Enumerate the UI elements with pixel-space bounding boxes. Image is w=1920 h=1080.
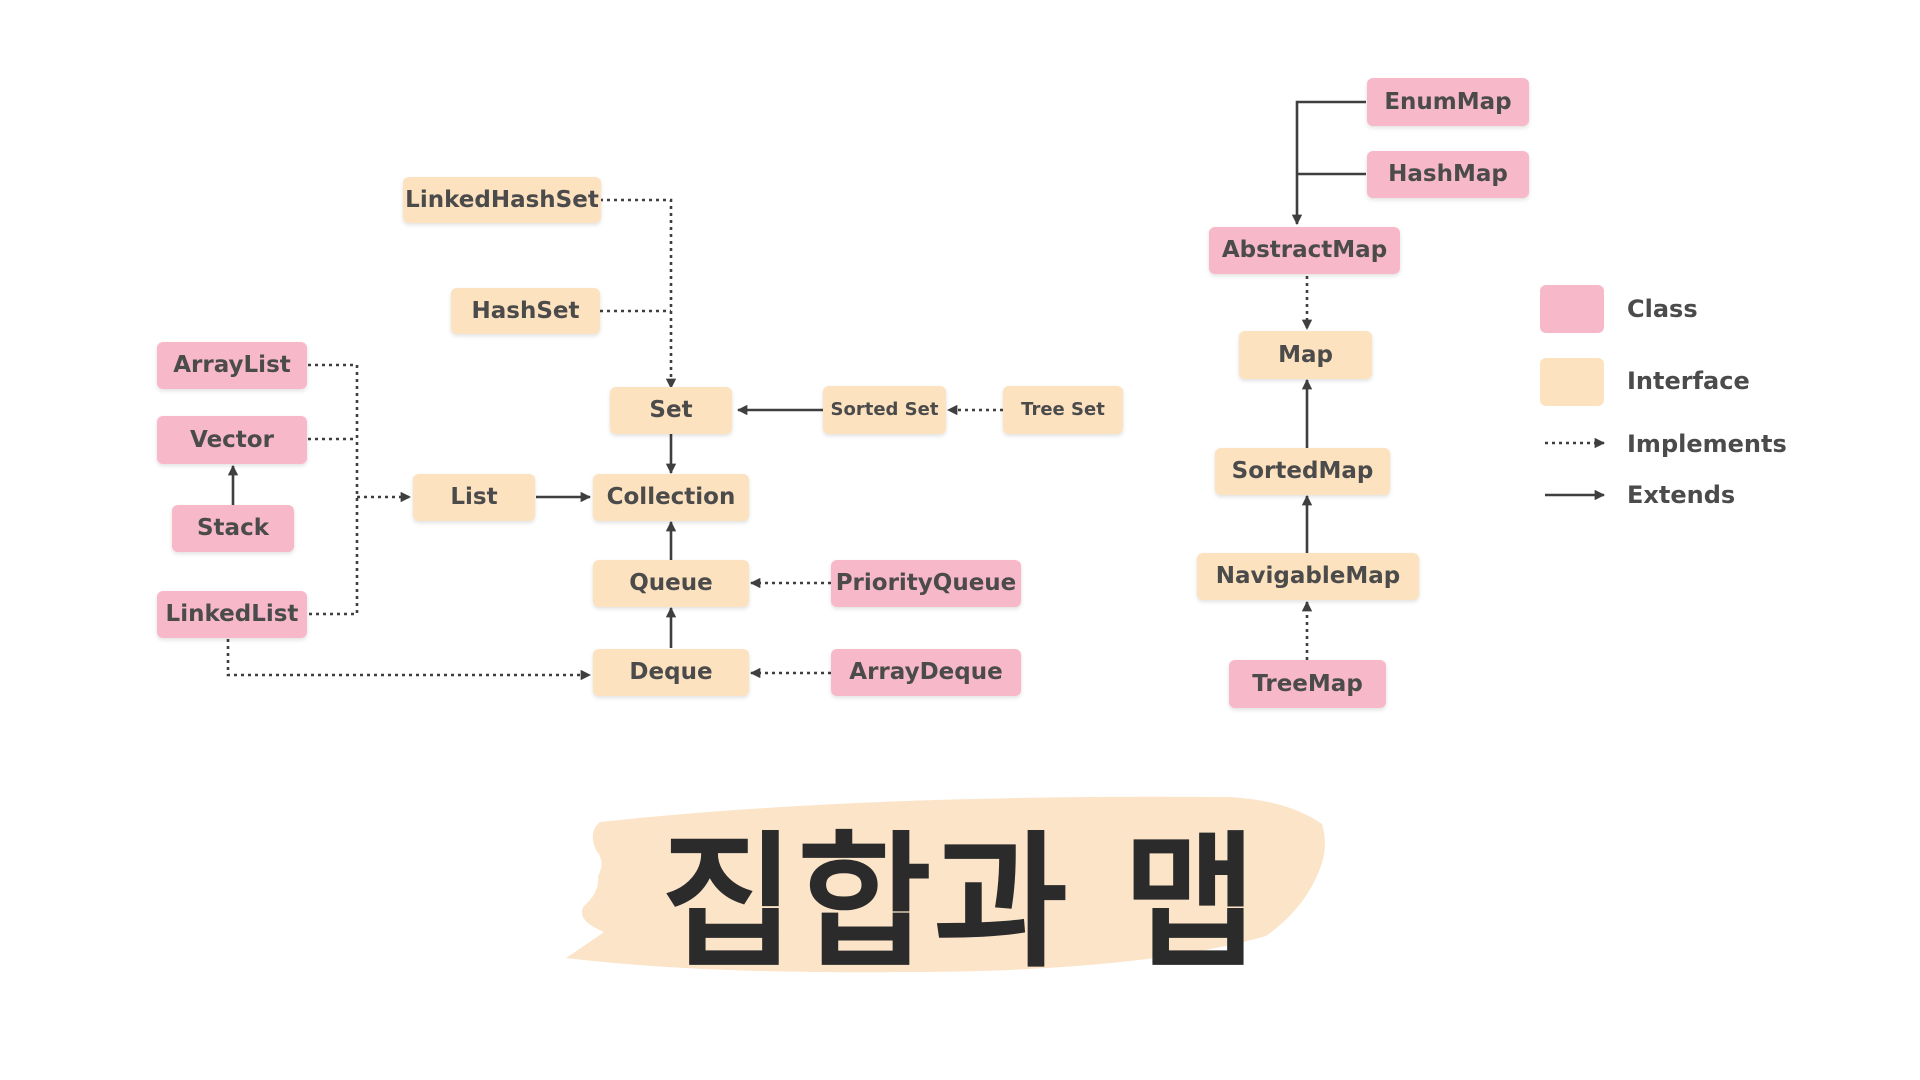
node-treemap: TreeMap xyxy=(1229,660,1386,708)
page-title: 집합과 맵 xyxy=(660,817,1260,988)
edge-linkedlist-deque xyxy=(226,639,592,681)
node-list: List xyxy=(413,474,535,521)
node-map: Map xyxy=(1239,331,1372,379)
node-stack: Stack xyxy=(172,505,294,552)
node-abstractmap: AbstractMap xyxy=(1209,227,1400,274)
node-hashmap: HashMap xyxy=(1367,151,1529,198)
node-treeset: Tree Set xyxy=(1003,386,1123,434)
node-set: Set xyxy=(610,387,732,434)
node-enummap: EnumMap xyxy=(1367,78,1529,126)
node-vector: Vector xyxy=(157,416,307,464)
node-linkedhashset: LinkedHashSet xyxy=(403,177,601,223)
node-sortedmap: SortedMap xyxy=(1215,448,1390,495)
legend-interface-label: Interface xyxy=(1627,367,1750,395)
legend-implements-label: Implements xyxy=(1627,430,1787,458)
node-priorityqueue: PriorityQueue xyxy=(831,560,1021,607)
node-collection: Collection xyxy=(593,474,749,521)
node-arraylist: ArrayList xyxy=(157,342,307,389)
edge-linkedhashset-set xyxy=(600,198,677,390)
legend-interface-swatch xyxy=(1540,358,1604,406)
node-navigablemap: NavigableMap xyxy=(1197,553,1419,600)
legend-class-swatch xyxy=(1540,285,1604,333)
node-linkedlist: LinkedList xyxy=(157,591,307,638)
node-queue: Queue xyxy=(593,560,749,607)
legend-extends-label: Extends xyxy=(1627,481,1736,509)
node-sortedset: Sorted Set xyxy=(823,386,946,434)
edge-enummap-abstractmap xyxy=(1291,100,1366,226)
node-deque: Deque xyxy=(593,649,749,696)
legend-class-label: Class xyxy=(1627,295,1698,323)
node-arraydeque: ArrayDeque xyxy=(831,649,1021,696)
node-hashset: HashSet xyxy=(451,288,600,334)
edge-arraylist-list xyxy=(308,363,359,616)
